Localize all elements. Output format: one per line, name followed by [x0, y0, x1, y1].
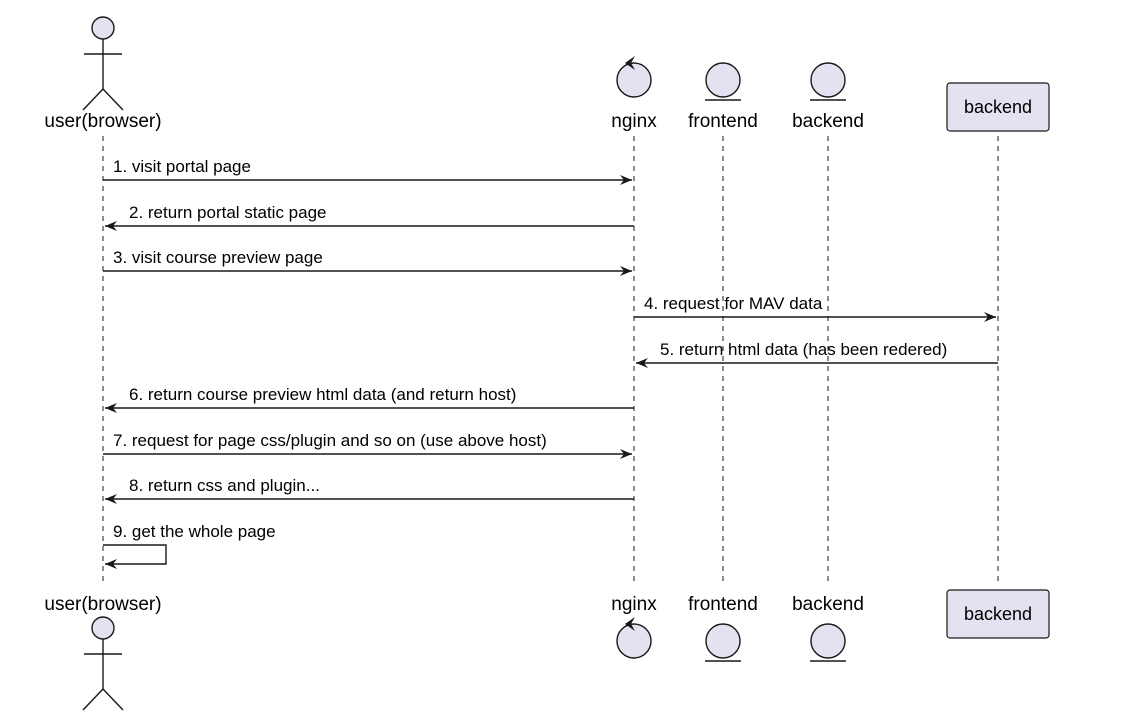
control-icon-bottom	[616, 617, 652, 659]
entity-icon-top-frontend	[705, 62, 741, 101]
message-5: 5. return html data (has been redered)	[636, 340, 998, 368]
participant-box-bottom: backend	[946, 589, 1050, 639]
participant-label-frontend-bottom: frontend	[688, 594, 758, 615]
entity-icon-bottom-frontend	[705, 623, 741, 662]
actor-icon-top	[82, 16, 124, 111]
participant-label-user-bottom: user(browser)	[44, 594, 161, 615]
participant-label-nginx-top: nginx	[611, 111, 657, 132]
message-9: 9. get the whole page	[103, 522, 276, 569]
participant-label-backend_entity-top: backend	[792, 111, 864, 132]
entity-icon-bottom-backend_entity	[810, 623, 846, 662]
message-label: 2. return portal static page	[129, 203, 327, 222]
entity-icon-top-backend_entity	[810, 62, 846, 101]
message-label: 8. return css and plugin...	[129, 476, 320, 495]
participant-box-label: backend	[964, 604, 1032, 624]
message-8: 8. return css and plugin...	[105, 476, 634, 504]
participant-label-frontend-top: frontend	[688, 111, 758, 132]
message-2: 2. return portal static page	[105, 203, 634, 231]
message-arrow	[103, 544, 167, 569]
participant-label-user-top: user(browser)	[44, 111, 161, 132]
participant-label-nginx-bottom: nginx	[611, 594, 657, 615]
message-6: 6. return course preview html data (and …	[105, 385, 634, 413]
message-7: 7. request for page css/plugin and so on…	[103, 431, 632, 459]
participant-box-top: backend	[946, 82, 1050, 132]
message-label: 4. request for MAV data	[644, 294, 823, 313]
message-label: 5. return html data (has been redered)	[660, 340, 947, 359]
control-icon-top	[616, 56, 652, 98]
message-3: 3. visit course preview page	[103, 248, 632, 276]
participant-box-label: backend	[964, 97, 1032, 117]
participant-label-backend_entity-bottom: backend	[792, 594, 864, 615]
actor-icon-bottom	[82, 616, 124, 711]
message-label: 1. visit portal page	[113, 157, 251, 176]
message-4: 4. request for MAV data	[634, 294, 996, 322]
message-label: 7. request for page css/plugin and so on…	[113, 431, 547, 450]
message-label: 3. visit course preview page	[113, 248, 323, 267]
message-label: 6. return course preview html data (and …	[129, 385, 516, 404]
message-1: 1. visit portal page	[103, 157, 632, 185]
message-label: 9. get the whole page	[113, 522, 276, 541]
